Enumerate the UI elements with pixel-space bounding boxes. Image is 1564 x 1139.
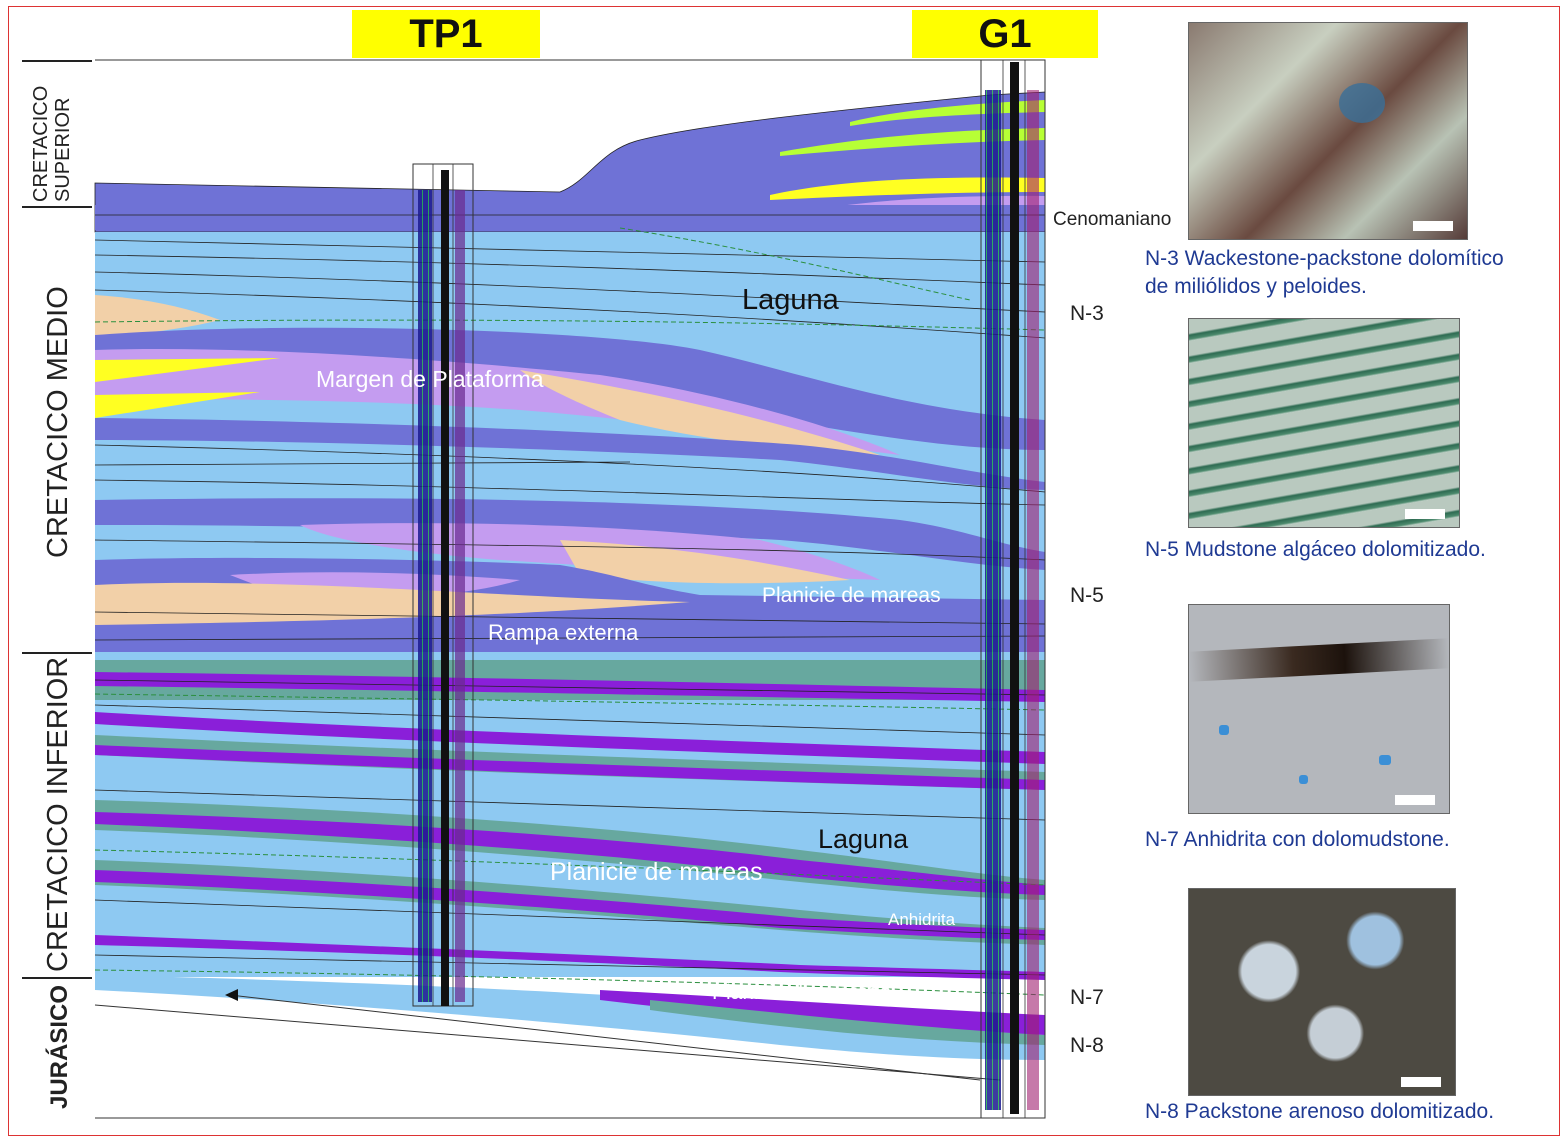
env-margen-plataforma: Margen de Plataforma xyxy=(316,366,544,392)
thin-section-n8 xyxy=(1188,888,1456,1096)
period-cretacico-medio: CRETACICO MEDIO xyxy=(22,206,92,654)
env-planicie-mareas-mid: Planicie de mareas xyxy=(762,584,941,607)
env-laguna-upper: Laguna xyxy=(742,284,839,316)
env-planicie-mareas-bottom: Planicie de mareas xyxy=(712,981,891,1004)
thin-section-n3 xyxy=(1188,22,1468,240)
well-log-g1 xyxy=(980,59,1046,1119)
env-rampa-externa: Rampa externa xyxy=(488,620,639,645)
well-label-g1: G1 xyxy=(912,10,1098,58)
marker-n5: N-5 xyxy=(1070,584,1104,607)
period-jurasico: JURÁSICO xyxy=(22,977,92,1119)
well-label-tp1: TP1 xyxy=(352,10,540,58)
cs-yellow-lens-1 xyxy=(770,177,1045,200)
caption-n3-line2: de miliólidos y peloides. xyxy=(1145,275,1367,298)
period-cretacico-inferior: CRETACICO INFERIOR xyxy=(22,652,92,979)
figure-frame xyxy=(8,6,1560,1136)
cs-lime-lens-2 xyxy=(780,128,1045,156)
thin-section-n7 xyxy=(1188,604,1450,814)
marker-cenomaniano: Cenomaniano xyxy=(1053,209,1172,230)
env-planicie-mareas-lower: Planicie de mareas xyxy=(550,858,763,886)
caption-n8: N-8 Packstone arenoso dolomitizado. xyxy=(1145,1100,1495,1123)
marker-n3: N-3 xyxy=(1070,302,1104,325)
period-cretacico-superior: CRETACICO SUPERIOR xyxy=(22,60,92,208)
caption-n3-line1: N-3 Wackestone-packstone dolomítico xyxy=(1145,247,1504,270)
env-laguna-lower: Laguna xyxy=(818,824,909,854)
marker-n8: N-8 xyxy=(1070,1034,1104,1057)
thin-section-n5 xyxy=(1188,318,1460,528)
caption-n5: N-5 Mudstone algáceo dolomitizado. xyxy=(1145,538,1486,561)
env-anhidrita: Anhidrita xyxy=(888,910,956,929)
marker-n7: N-7 xyxy=(1070,986,1104,1009)
caption-n7: N-7 Anhidrita con dolomudstone. xyxy=(1145,828,1450,851)
well-log-tp1 xyxy=(412,163,474,1007)
